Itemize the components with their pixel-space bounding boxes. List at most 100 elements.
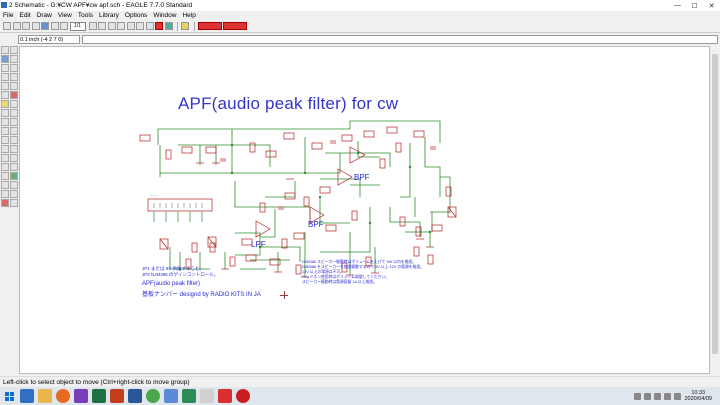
move-tool-icon[interactable] [1, 64, 9, 72]
cam-icon[interactable] [31, 22, 40, 30]
edge-icon[interactable] [20, 389, 34, 403]
clock[interactable]: 10:33 2020/04/09 [684, 390, 712, 402]
word-icon[interactable] [128, 389, 142, 403]
display-tool-icon[interactable] [1, 55, 9, 63]
print-icon[interactable] [22, 22, 30, 30]
zoom-fit-icon[interactable] [88, 22, 97, 30]
menu-options[interactable]: Options [124, 12, 148, 19]
vertical-scrollbar[interactable] [710, 46, 720, 374]
excel-icon[interactable] [92, 389, 106, 403]
pinswap-tool-icon[interactable] [10, 100, 18, 108]
menu-edit[interactable]: Edit [19, 12, 31, 19]
junction-tool-icon[interactable] [1, 181, 9, 189]
origin-cross-icon [280, 291, 288, 299]
undo-icon[interactable] [136, 22, 144, 30]
sheet-selector[interactable]: 1/1 [69, 21, 86, 31]
mark-tool-icon[interactable] [10, 55, 18, 63]
chrome-icon[interactable] [146, 389, 160, 403]
opera-icon[interactable] [236, 389, 250, 403]
script-icon[interactable] [50, 22, 59, 30]
photos-icon[interactable] [164, 389, 178, 403]
battery-icon[interactable] [674, 392, 682, 400]
menu-library[interactable]: Library [99, 12, 119, 19]
net-tool-icon[interactable] [10, 172, 18, 180]
onenote-icon[interactable] [74, 389, 88, 403]
gateswap-tool-icon[interactable] [10, 136, 18, 144]
notepad-icon[interactable] [200, 389, 214, 403]
save-icon[interactable] [12, 22, 21, 30]
board-icon[interactable] [41, 22, 49, 30]
file-explorer-icon[interactable] [38, 389, 52, 403]
errors-tool-icon[interactable] [10, 199, 18, 207]
scrollbar-thumb[interactable] [712, 54, 718, 354]
wire-tool-icon[interactable] [1, 145, 9, 153]
eagle-app-icon [1, 2, 7, 8]
rect-tool-icon[interactable] [1, 163, 9, 171]
onedrive-icon[interactable] [664, 392, 672, 400]
info-tool-icon[interactable] [1, 46, 9, 54]
menu-tools[interactable]: Tools [77, 12, 94, 19]
command-input[interactable] [82, 35, 718, 44]
note-bottom-1: NJM386 スピーカー駆動時はボリュームを上げて 5W 以内を推奨。 [302, 260, 417, 264]
label-tool-icon[interactable] [10, 181, 18, 189]
eagle-taskbar-icon[interactable] [182, 389, 196, 403]
bpf-label-lower: BPF [308, 220, 324, 229]
clock-date: 2020/04/09 [684, 396, 712, 402]
volume-icon[interactable] [644, 392, 652, 400]
zoom-in-icon[interactable] [98, 22, 106, 30]
acrobat-icon[interactable] [218, 389, 232, 403]
zoom-out-icon[interactable] [107, 22, 116, 30]
ime-icon[interactable] [654, 392, 662, 400]
delete-tool-icon[interactable] [10, 91, 18, 99]
menu-window[interactable]: Window [153, 12, 177, 19]
toolbar-separator [193, 21, 195, 31]
redraw-icon[interactable] [117, 22, 125, 30]
circle-tool-icon[interactable] [1, 154, 9, 162]
attribute-tool-icon[interactable] [1, 190, 9, 198]
value-tool-icon[interactable] [1, 118, 9, 126]
text-tool-icon[interactable] [10, 145, 18, 153]
close-button[interactable]: ✕ [708, 2, 715, 10]
menu-file[interactable]: File [3, 12, 14, 19]
zoom-select-icon[interactable] [126, 22, 135, 30]
powerpoint-icon[interactable] [110, 389, 124, 403]
miter-tool-icon[interactable] [1, 127, 9, 135]
help-icon[interactable] [181, 22, 189, 30]
dimension-tool-icon[interactable] [10, 190, 18, 198]
network-icon[interactable] [634, 392, 642, 400]
name-tool-icon[interactable] [10, 109, 18, 117]
copy-tool-icon[interactable] [10, 64, 18, 72]
schematic-canvas[interactable]: APF(audio peak filter) for cw [19, 46, 710, 374]
paste-tool-icon[interactable] [1, 91, 9, 99]
mirror-tool-icon[interactable] [1, 73, 9, 81]
show-tool-icon[interactable] [10, 46, 18, 54]
redo-icon[interactable] [145, 22, 154, 30]
change-tool-icon[interactable] [10, 82, 18, 90]
menu-view[interactable]: View [57, 12, 72, 19]
design-share-icon[interactable] [223, 22, 247, 30]
bus-tool-icon[interactable] [1, 172, 9, 180]
go-icon[interactable] [164, 22, 173, 30]
menu-help[interactable]: Help [182, 12, 196, 19]
minimize-button[interactable]: — [674, 2, 681, 9]
design-link-icon[interactable] [197, 22, 222, 30]
group-tool-icon[interactable] [1, 82, 9, 90]
invoke-tool-icon[interactable] [1, 136, 9, 144]
split-tool-icon[interactable] [10, 127, 18, 135]
stop-icon[interactable] [155, 22, 163, 30]
firefox-icon[interactable] [56, 389, 70, 403]
add-tool-icon[interactable] [1, 100, 9, 108]
open-icon[interactable] [3, 22, 11, 30]
erc-tool-icon[interactable] [1, 199, 9, 207]
note-bottom-4: ヘッドホン使用時はボリューム調整してください。 [302, 275, 389, 279]
menu-draw[interactable]: Draw [36, 12, 52, 19]
arc-tool-icon[interactable] [10, 154, 18, 162]
ulp-icon[interactable] [60, 22, 68, 30]
maximize-button[interactable]: ☐ [691, 2, 698, 10]
schematic-title: APF(audio peak filter) for cw [178, 94, 399, 113]
replace-tool-icon[interactable] [1, 109, 9, 117]
rotate-tool-icon[interactable] [10, 73, 18, 81]
polygon-tool-icon[interactable] [10, 163, 18, 171]
start-button[interactable] [0, 387, 18, 405]
smash-tool-icon[interactable] [10, 118, 18, 126]
